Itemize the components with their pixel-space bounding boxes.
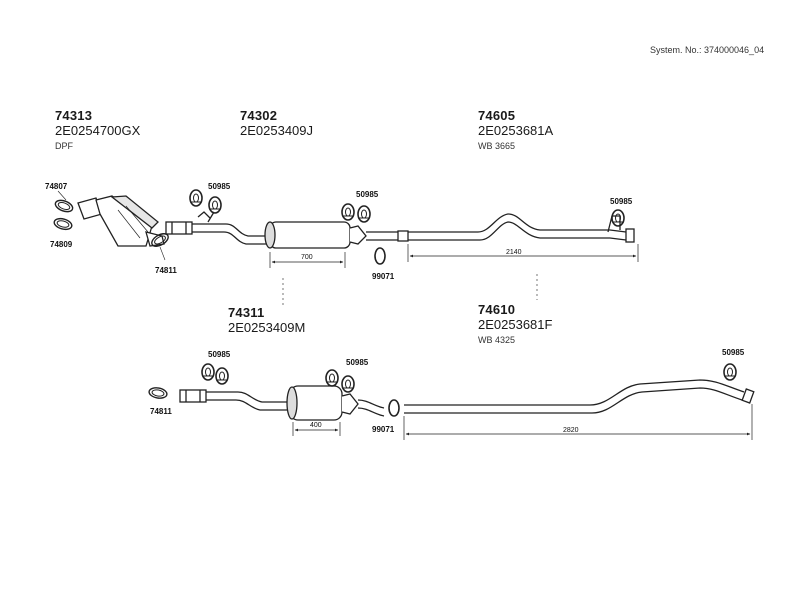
hanger-icon	[341, 375, 355, 393]
part-note: WB 4325	[478, 335, 516, 345]
ring-icon	[374, 247, 386, 265]
hanger-icon	[325, 369, 339, 387]
dpf-converter-icon	[77, 195, 165, 247]
label-ring-99071: 99071	[372, 425, 395, 434]
clamp-icon	[53, 197, 75, 215]
label-clamp-74811: 74811	[150, 407, 172, 416]
label-hanger: 50985	[610, 197, 633, 206]
ring-icon	[388, 399, 400, 417]
hanger-icon	[357, 205, 371, 223]
tail-pipe-icon	[408, 213, 635, 243]
hanger-icon	[723, 363, 737, 381]
oem-number: 2E0253681F	[478, 317, 553, 332]
part-number: 74313	[55, 108, 93, 123]
hanger-icon	[201, 363, 215, 381]
muffler-icon	[264, 221, 409, 249]
part-number: 74605	[478, 108, 516, 123]
label-ring-99071: 99071	[372, 272, 395, 281]
group-74610: 74610 2E0253681F WB 4325	[478, 302, 552, 345]
group-74311: 74311 2E0253409M	[228, 305, 305, 335]
muffler-icon	[286, 385, 385, 421]
hanger-icon	[341, 203, 355, 221]
oem-number: 2E0253681A	[478, 123, 554, 138]
label-hanger: 50985	[356, 190, 379, 199]
label-clamp-74811: 74811	[155, 266, 177, 275]
label-hanger: 50985	[346, 358, 369, 367]
part-number: 74302	[240, 108, 278, 123]
group-74302: 74302 2E0253409J	[240, 108, 313, 138]
clamp-icon	[52, 216, 74, 232]
tail-pipe-icon	[404, 379, 755, 414]
label-hanger: 50985	[722, 348, 745, 357]
part-note: WB 3665	[478, 141, 516, 151]
label-hanger: 50985	[208, 182, 231, 191]
clamp-icon	[147, 385, 169, 401]
group-74313: 74313 2E0254700GX DPF	[55, 108, 140, 151]
group-74605: 74605 2E0253681A WB 3665	[478, 108, 553, 151]
label-clamp-74809: 74809	[50, 240, 73, 249]
label-clamp-74807: 74807	[45, 182, 68, 191]
front-pipe-icon	[165, 211, 270, 245]
label-hanger: 50985	[208, 350, 231, 359]
front-pipe-icon	[179, 389, 290, 411]
hanger-icon	[208, 196, 222, 214]
oem-number: 2E0254700GX	[55, 123, 141, 138]
part-number: 74311	[228, 305, 265, 320]
dimension-upper-muffler: 700	[301, 254, 313, 261]
dimension-lower-muffler: 400	[310, 422, 322, 429]
hanger-icon	[611, 209, 625, 227]
part-number: 74610	[478, 302, 516, 317]
system-number: System. No.: 374000046_04	[650, 45, 765, 55]
dimension-lower-pipe: 2820	[563, 427, 579, 434]
part-note: DPF	[55, 141, 73, 151]
oem-number: 2E0253409J	[240, 123, 314, 138]
hanger-icon	[189, 189, 203, 207]
hanger-icon	[215, 367, 229, 385]
dimension-upper-pipe: 2140	[506, 249, 522, 256]
oem-number: 2E0253409M	[228, 320, 306, 335]
